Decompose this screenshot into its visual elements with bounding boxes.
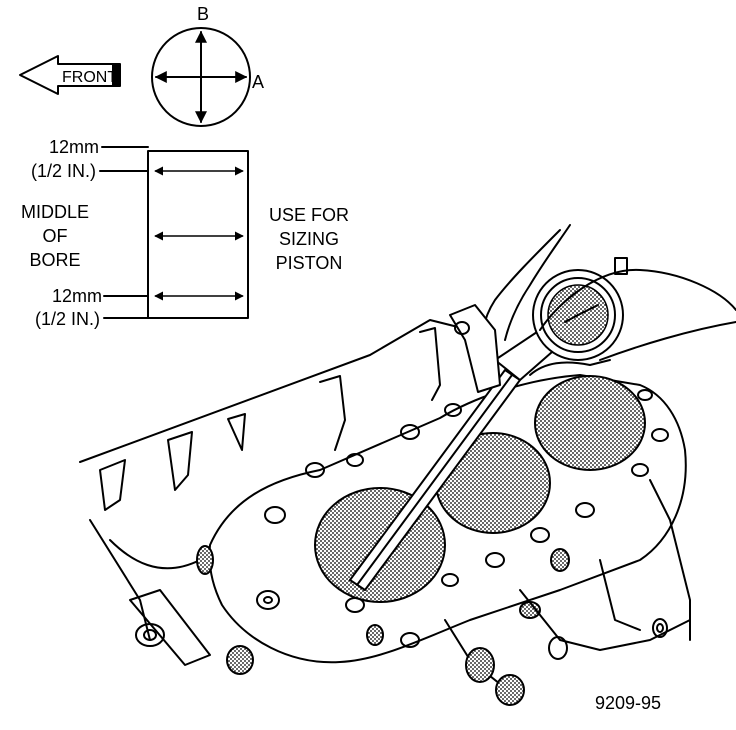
bottom-mm-label: 12mm bbox=[52, 286, 102, 306]
axis-a-label: A bbox=[252, 72, 264, 92]
piston-label: PISTON bbox=[276, 253, 343, 273]
bore-measurement-circle-icon: B A bbox=[151, 4, 264, 127]
middle-label-2: OF bbox=[43, 226, 68, 246]
engine-block-illustration bbox=[79, 319, 691, 706]
figure-id: 9209-95 bbox=[595, 693, 661, 713]
top-mm-label: 12mm bbox=[49, 137, 99, 157]
bottom-in-label: (1/2 IN.) bbox=[35, 309, 100, 329]
front-label: FRONT bbox=[62, 69, 117, 86]
bore-section-diagram: 12mm (1/2 IN.) MIDDLE OF BORE 12mm (1/2 … bbox=[21, 137, 349, 329]
sizing-label: SIZING bbox=[279, 229, 339, 249]
middle-label-1: MIDDLE bbox=[21, 202, 89, 222]
use-for-label: USE FOR bbox=[269, 205, 349, 225]
front-arrow: FRONT bbox=[19, 55, 121, 95]
top-in-label: (1/2 IN.) bbox=[31, 161, 96, 181]
axis-b-label: B bbox=[197, 4, 209, 24]
middle-label-3: BORE bbox=[29, 250, 80, 270]
cylinder-bore-3 bbox=[534, 375, 646, 471]
dial-bore-gauge-icon bbox=[349, 224, 736, 591]
